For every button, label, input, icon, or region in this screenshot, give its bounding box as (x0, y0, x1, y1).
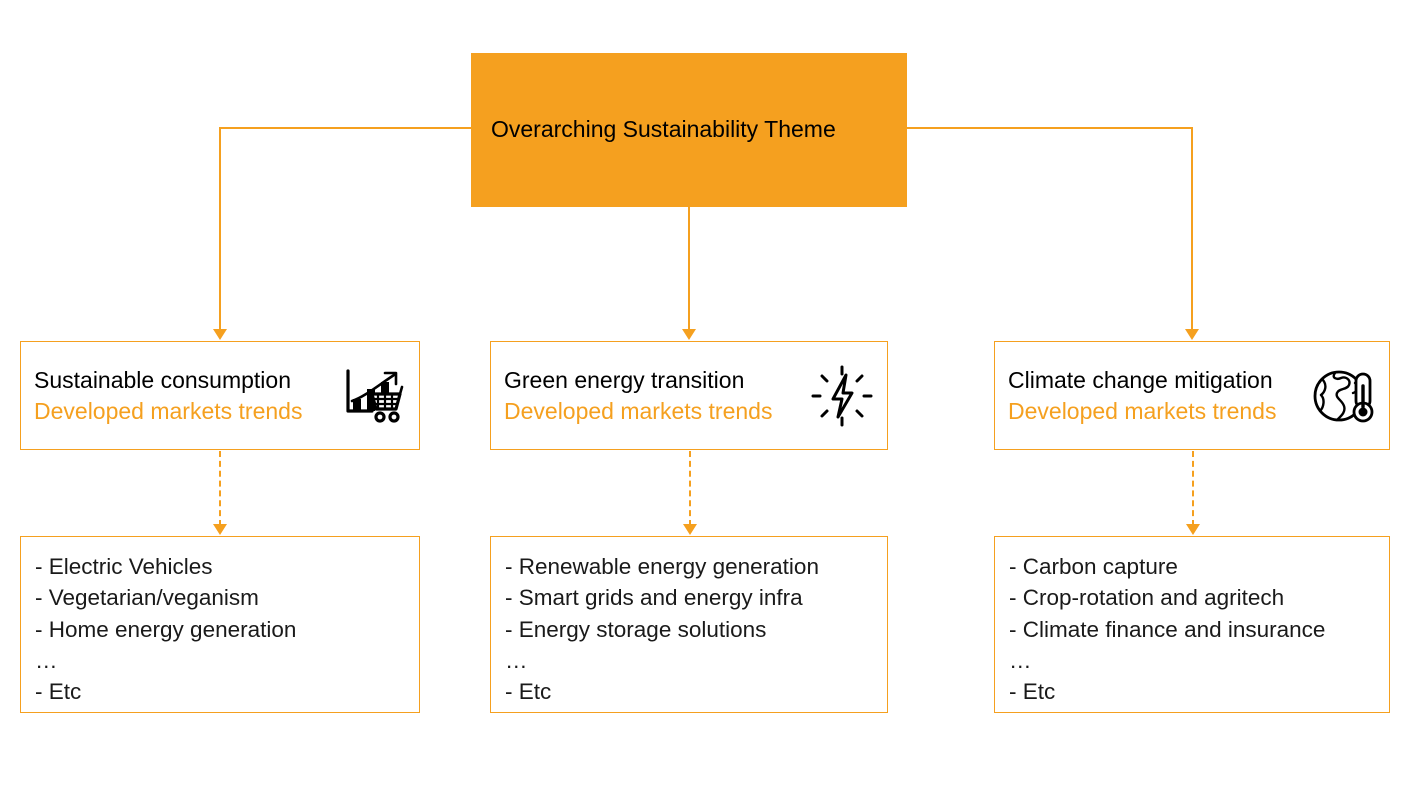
list-item: - Vegetarian/veganism (35, 585, 259, 611)
category-card-3-text: Climate change mitigation Developed mark… (995, 365, 1311, 426)
category-card-2[interactable]: Green energy transition Developed market… (490, 341, 888, 450)
list-item: … (505, 647, 528, 673)
root-node-label: Overarching Sustainability Theme (491, 116, 836, 143)
connector-branch-1-to-list-1 (219, 451, 221, 526)
arrowhead-branch-1-to-list-1 (213, 524, 227, 535)
category-card-2-text: Green energy transition Developed market… (491, 365, 809, 426)
arrowhead-branch-3-to-list-3 (1186, 524, 1200, 535)
list-item: - Etc (35, 679, 82, 705)
list-item: - Home energy generation (35, 616, 297, 642)
category-card-3[interactable]: Climate change mitigation Developed mark… (994, 341, 1390, 450)
connector-branch-2-to-list-2 (689, 451, 691, 526)
category-card-2-subtitle: Developed markets trends (504, 397, 773, 424)
list-item: - Electric Vehicles (35, 554, 213, 579)
lightning-bolt-icon (809, 365, 875, 426)
connector-root-to-branch-3-horizontal (906, 127, 1193, 129)
arrowhead-root-to-branch-2 (682, 329, 696, 340)
list-item: - Energy storage solutions (505, 616, 767, 642)
globe-thermometer-icon (1311, 366, 1377, 426)
connector-root-to-branch-2-vertical (688, 207, 690, 330)
list-item: … (35, 647, 58, 673)
shopping-cart-growth-chart-icon (341, 366, 407, 426)
list-item: - Climate finance and insurance (1009, 616, 1326, 642)
category-card-1-text: Sustainable consumption Developed market… (21, 365, 341, 426)
category-card-1-subtitle: Developed markets trends (34, 397, 303, 424)
arrowhead-branch-2-to-list-2 (683, 524, 697, 535)
root-node-overarching-theme[interactable]: Overarching Sustainability Theme (471, 53, 907, 207)
category-card-3-title: Climate change mitigation (1008, 367, 1273, 394)
list-item: - Carbon capture (1009, 554, 1178, 579)
category-card-1[interactable]: Sustainable consumption Developed market… (20, 341, 420, 450)
list-item: - Crop-rotation and agritech (1009, 585, 1285, 611)
connector-root-to-branch-1-horizontal (219, 127, 472, 129)
arrowhead-root-to-branch-3 (1185, 329, 1199, 340)
detail-list-3[interactable]: - Carbon capture - Crop-rotation and agr… (994, 536, 1390, 713)
list-item: … (1009, 647, 1032, 673)
connector-branch-3-to-list-3 (1192, 451, 1194, 526)
arrowhead-root-to-branch-1 (213, 329, 227, 340)
list-item: - Etc (505, 679, 552, 705)
detail-list-2[interactable]: - Renewable energy generation - Smart gr… (490, 536, 888, 713)
connector-root-to-branch-1-vertical (219, 127, 221, 330)
connector-root-to-branch-3-vertical (1191, 127, 1193, 330)
list-item: - Etc (1009, 679, 1056, 705)
list-item: - Renewable energy generation (505, 554, 819, 579)
category-card-1-title: Sustainable consumption (34, 367, 291, 394)
list-item: - Smart grids and energy infra (505, 585, 803, 611)
category-card-3-subtitle: Developed markets trends (1008, 397, 1277, 424)
category-card-2-title: Green energy transition (504, 367, 745, 394)
detail-list-1[interactable]: - Electric Vehicles - Vegetarian/veganis… (20, 536, 420, 713)
